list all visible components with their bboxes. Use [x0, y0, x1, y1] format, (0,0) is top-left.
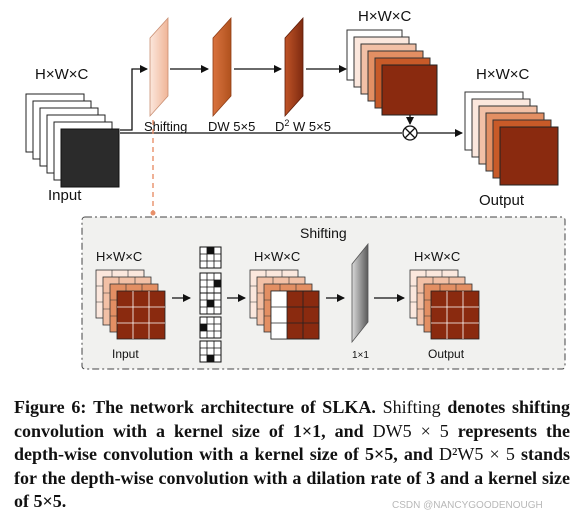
d2w-plate — [284, 16, 304, 118]
mid-dims-label: H×W×C — [358, 8, 412, 25]
watermark: CSDN @NANCYGOODENOUGH — [392, 500, 543, 511]
output-label: Output — [479, 192, 525, 209]
figure-caption: Figure 6: The network architecture of SL… — [14, 396, 570, 514]
caption-text-2: represents the depth-wise convolution wi… — [14, 420, 570, 465]
caption-text-3: stands for the depth-wise convolution wi… — [14, 444, 570, 511]
slka-architecture-diagram: H×W×C Input Shifting DW 5×5 D2 W 5×5 H×W… — [25, 8, 566, 370]
caption-text-1: denotes shifting convolution with a kern… — [14, 397, 571, 441]
dw-plate — [212, 16, 232, 118]
dw-label: DW 5×5 — [208, 119, 255, 134]
output-dims-label: H×W×C — [476, 66, 530, 83]
detail-title: Shifting — [300, 225, 347, 241]
detail-input-dims: H×W×C — [96, 249, 142, 264]
detail-mid-dims: H×W×C — [254, 249, 300, 264]
shift-kernels — [199, 246, 222, 363]
mid-tensor-stack — [346, 29, 438, 116]
shift-kernel-5 — [199, 340, 222, 363]
multiply-icon — [404, 127, 416, 139]
detail-output-label: Output — [428, 347, 465, 361]
arrow-input-to-shifting — [120, 65, 148, 131]
detail-output-stack — [409, 269, 480, 340]
caption-figure-number: Figure 6: — [14, 397, 87, 417]
output-tensor-stack — [464, 91, 559, 186]
detail-output-dims: H×W×C — [414, 249, 460, 264]
detail-input-label: Input — [112, 347, 139, 361]
shift-kernel-3 — [199, 292, 222, 315]
input-label: Input — [48, 187, 82, 204]
conv1x1-plate — [351, 242, 369, 344]
shift-kernel-4 — [199, 316, 222, 339]
shift-kernel-1 — [199, 246, 222, 269]
caption-term-shifting: Shifting — [382, 397, 441, 417]
input-tensor-stack — [25, 93, 120, 188]
detail-shifted-stack — [249, 269, 320, 340]
caption-title: The network architecture of SLKA. — [93, 397, 376, 417]
input-dims-label: H×W×C — [35, 66, 89, 83]
conv1x1-label: 1×1 — [352, 350, 369, 361]
detail-input-stack — [95, 269, 166, 340]
shifting-plate — [149, 16, 169, 118]
d2w-label: D2 W 5×5 — [275, 118, 331, 134]
caption-term-dw: DW5 × 5 — [372, 420, 449, 441]
connector-dot — [150, 210, 156, 216]
caption-term-d2w: D²W5 × 5 — [439, 444, 515, 464]
shift-kernel-2 — [199, 272, 222, 295]
shifting-label: Shifting — [144, 119, 187, 134]
